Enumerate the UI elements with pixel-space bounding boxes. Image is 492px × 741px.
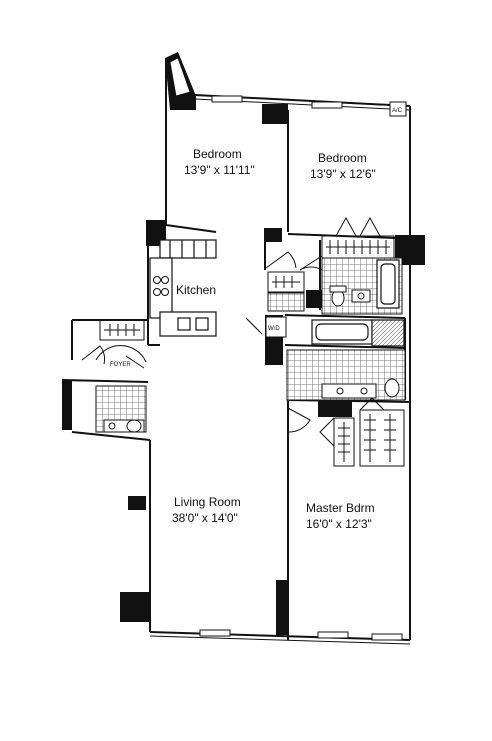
closet-doors xyxy=(319,216,385,447)
bedroom-right-dims: 13'9" x 12'6" xyxy=(310,167,376,181)
tiled-floors xyxy=(95,257,406,433)
master-bedroom-dims: 16'0" x 12'3" xyxy=(306,517,372,531)
washer-dryer xyxy=(265,316,287,338)
living-room-dims: 38'0" x 14'0" xyxy=(172,511,238,525)
washer-dryer-label: W/D xyxy=(268,326,280,332)
ac-unit xyxy=(389,101,407,117)
living-room-name: Living Room xyxy=(174,495,241,509)
bedroom-left-dims: 13'9" x 11'11" xyxy=(184,163,255,177)
master-bedroom-name: Master Bdrm xyxy=(306,501,375,515)
ac-label: A/C xyxy=(392,108,403,114)
kitchen-counters xyxy=(149,239,217,337)
bathtubs xyxy=(311,259,405,347)
stove-burners xyxy=(153,276,169,296)
bedroom-right-name: Bedroom xyxy=(318,151,367,165)
closets xyxy=(99,235,405,467)
windows xyxy=(199,95,403,641)
bath-fixtures xyxy=(103,285,400,433)
bedroom-left-name: Bedroom xyxy=(193,147,242,161)
kitchen-name: Kitchen xyxy=(176,283,216,297)
door-swings xyxy=(81,251,323,433)
foyer-label: FOYER xyxy=(110,362,131,368)
